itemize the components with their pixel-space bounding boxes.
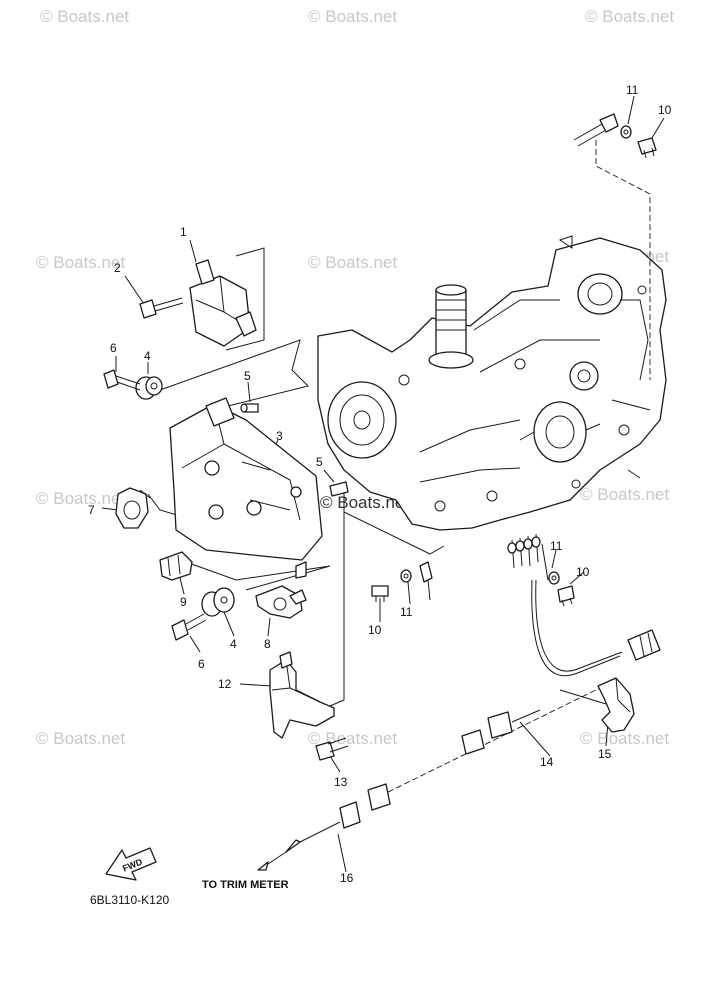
part-13-bolt bbox=[315, 737, 349, 761]
callout-9: 9 bbox=[180, 595, 187, 609]
callout-12: 12 bbox=[218, 677, 232, 691]
part-3-bracket bbox=[169, 397, 323, 579]
part-5-collar-upper bbox=[240, 403, 259, 413]
callout-6-lower: 6 bbox=[198, 657, 205, 671]
part-11-washer-middle bbox=[400, 569, 412, 583]
part-8-clamp bbox=[255, 585, 307, 619]
callout-11-middle: 11 bbox=[400, 605, 413, 619]
part-1-relay bbox=[189, 259, 257, 347]
callout-numbers: 1 2 3 4 4 5 5 6 6 7 8 9 10 10 10 11 11 1… bbox=[88, 83, 672, 885]
part-7-clamp bbox=[115, 487, 151, 529]
callout-4-upper: 4 bbox=[144, 349, 151, 363]
part-6-bolt-upper bbox=[103, 369, 141, 391]
callout-5-upper: 5 bbox=[244, 369, 251, 383]
watermark: © Boats.net bbox=[580, 729, 669, 748]
callout-8: 8 bbox=[264, 637, 271, 651]
watermark: © Boats.net bbox=[36, 253, 125, 272]
ground-wire-upper bbox=[573, 113, 619, 147]
callout-3: 3 bbox=[276, 429, 283, 443]
callout-14: 14 bbox=[540, 755, 554, 769]
engine-block bbox=[317, 235, 667, 531]
watermark: © Boats.net bbox=[308, 253, 397, 272]
callout-15: 15 bbox=[598, 747, 612, 761]
callout-7: 7 bbox=[88, 503, 95, 517]
callout-6-upper: 6 bbox=[110, 341, 117, 355]
callout-10-middle: 10 bbox=[368, 623, 382, 637]
callout-4-lower: 4 bbox=[230, 637, 237, 651]
watermark: © Boats.net bbox=[36, 489, 125, 508]
ground-lead-middle bbox=[419, 561, 433, 601]
callout-10-right: 10 bbox=[576, 565, 590, 579]
watermark: © Boats.net bbox=[40, 7, 129, 26]
callout-2: 2 bbox=[114, 261, 121, 275]
part-10-bolt-upper bbox=[637, 137, 657, 159]
part-12-bracket bbox=[269, 651, 335, 739]
callout-16: 16 bbox=[340, 871, 354, 885]
callout-1: 1 bbox=[180, 225, 187, 239]
trim-harness bbox=[257, 579, 661, 871]
part-15-clamp bbox=[597, 677, 635, 733]
watermark: © Boats.net bbox=[580, 485, 669, 504]
terminal-group bbox=[507, 533, 549, 581]
part-10-bolt-right bbox=[557, 585, 575, 607]
callout-5-lower: 5 bbox=[316, 455, 323, 469]
trim-meter-caption: TO TRIM METER bbox=[202, 879, 289, 891]
part-11-washer-right bbox=[548, 571, 560, 585]
callout-11-upper: 11 bbox=[626, 83, 639, 97]
callout-13: 13 bbox=[334, 775, 348, 789]
part-5-collar-lower bbox=[329, 481, 349, 497]
watermarks: © Boats.net © Boats.net © Boats.net © Bo… bbox=[36, 7, 674, 748]
callout-10-upper: 10 bbox=[658, 103, 672, 117]
part-10-bolt-middle bbox=[371, 585, 389, 602]
part-2-bolt bbox=[139, 297, 184, 319]
reference-lines bbox=[101, 95, 665, 873]
watermark: © Boats.net bbox=[36, 729, 125, 748]
fwd-arrow: FWD bbox=[105, 847, 157, 881]
part-11-washer-upper bbox=[620, 125, 632, 139]
part-9-clip bbox=[159, 551, 193, 581]
watermark: © Boats.net bbox=[585, 7, 674, 26]
part-4-grommet-lower bbox=[201, 587, 235, 617]
part-4-grommet-upper bbox=[135, 376, 163, 400]
part-6-bolt-lower bbox=[171, 613, 207, 641]
watermark: © Boats.net bbox=[308, 7, 397, 26]
diagram-code: 6BL3110-K120 bbox=[90, 893, 170, 907]
callout-11-right: 11 bbox=[550, 539, 563, 553]
